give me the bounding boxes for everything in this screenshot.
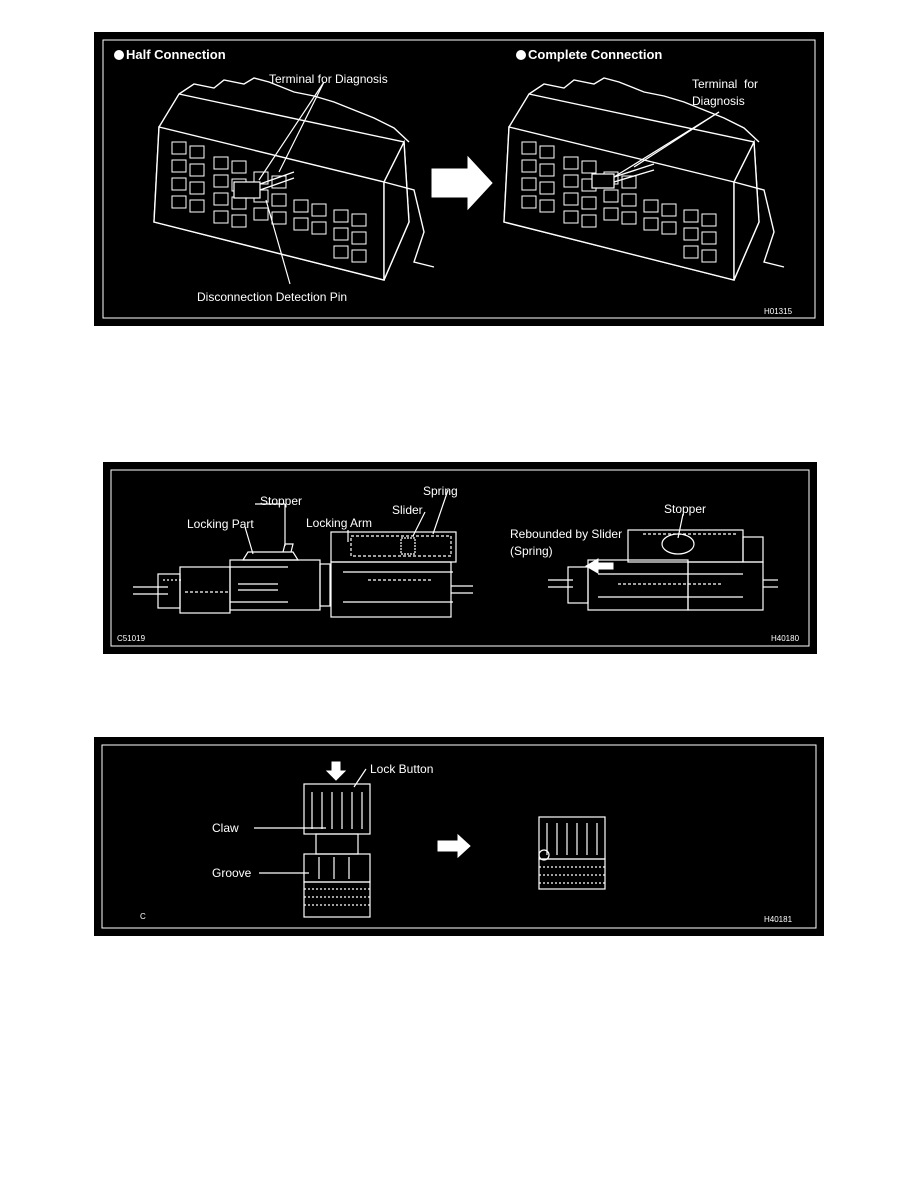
label-slider: Slider (392, 503, 423, 517)
female-connector-illustration (330, 531, 473, 618)
label-lock-button: Lock Button (370, 762, 434, 776)
arrow-right-icon (431, 155, 493, 211)
title-complete-connection: Complete Connection (516, 48, 662, 62)
figure-code: H01315 (764, 307, 793, 316)
label-claw: Claw (212, 821, 239, 835)
label-stopper-right: Stopper (664, 502, 707, 516)
connector-left-illustration (153, 77, 435, 281)
label-locking-arm: Locking Arm (306, 516, 373, 530)
figure-lock-button: Lock Button Claw Groove C H40181 (94, 737, 824, 936)
bullet-icon (114, 50, 124, 60)
locking-drawing (110, 469, 810, 647)
figure-code-right: H40180 (771, 634, 800, 643)
label-terminal-for-diagnosis-left: Terminal for Diagnosis (269, 72, 388, 86)
lock-button-assembly-right (538, 816, 606, 890)
arrow-right-icon (437, 833, 471, 859)
figure-code-right: H40181 (764, 915, 793, 924)
male-connector-illustration (133, 543, 331, 614)
rebounded-connector-illustration (548, 529, 778, 611)
label-groove: Groove (212, 866, 252, 880)
arrow-left-icon (585, 558, 614, 574)
title-half-connection: Half Connection (114, 48, 226, 62)
label-stopper: Stopper (260, 494, 303, 508)
figure-code-left: C51019 (117, 634, 146, 643)
figure-locking-mechanism: Stopper Spring Slider Locking Part Locki… (103, 462, 817, 654)
label-terminal-for-diagnosis-right-1: Terminal for (692, 77, 759, 91)
label-locking-part: Locking Part (187, 517, 254, 531)
bullet-icon (516, 50, 526, 60)
lock-button-assembly-left (303, 783, 371, 918)
connector-right-illustration (503, 77, 785, 281)
label-terminal-for-diagnosis-right-2: Diagnosis (692, 94, 745, 108)
label-rebounded-by-slider: Rebounded by Slider (510, 527, 623, 541)
label-rebounded-spring: (Spring) (510, 544, 553, 558)
figure-connector-connection: Half Connection Complete Connection Term… (94, 32, 824, 326)
lock-button-drawing (101, 744, 817, 929)
connector-drawing (102, 39, 816, 319)
label-spring: Spring (423, 484, 458, 498)
label-disconnection-detection-pin: Disconnection Detection Pin (197, 290, 348, 304)
arrow-down-icon (325, 761, 347, 781)
figure-code-left: C (140, 912, 146, 921)
